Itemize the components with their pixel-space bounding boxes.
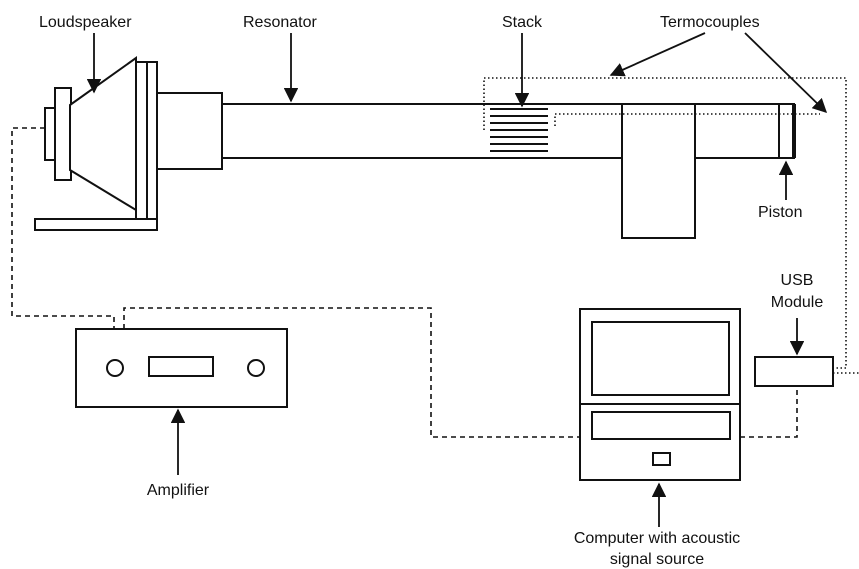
amplifier-knob-right	[247, 359, 265, 377]
loudspeaker	[34, 56, 158, 231]
thermocouples-label: Termocouples	[660, 14, 760, 31]
thermocouple-arrow-left	[609, 32, 706, 77]
computer-label-line2: signal source	[610, 551, 704, 568]
computer-screen	[591, 321, 730, 396]
signal-cables	[11, 127, 798, 438]
piston	[778, 103, 794, 159]
piston-label: Piston	[758, 204, 802, 221]
computer-label-line1: Computer with acoustic	[574, 530, 740, 547]
amplifier-display	[148, 356, 214, 377]
usb-module	[754, 356, 834, 387]
amplifier-label: Amplifier	[147, 482, 210, 499]
computer-drive	[591, 411, 731, 440]
thermocouple-arrow-right	[744, 32, 828, 114]
amplifier	[75, 328, 288, 408]
stack	[490, 108, 548, 152]
usb-label-line1: USB	[781, 272, 814, 289]
amplifier-knob-left	[106, 359, 124, 377]
loudspeaker-label: Loudspeaker	[39, 14, 132, 31]
computer	[579, 308, 741, 481]
usb-label-line2: Module	[771, 294, 824, 311]
computer-button	[652, 452, 671, 466]
resonator-label: Resonator	[243, 14, 317, 31]
stack-label: Stack	[502, 14, 543, 31]
thermocouple-wires	[483, 77, 859, 374]
side-branch	[621, 103, 696, 239]
resonator	[156, 92, 796, 170]
